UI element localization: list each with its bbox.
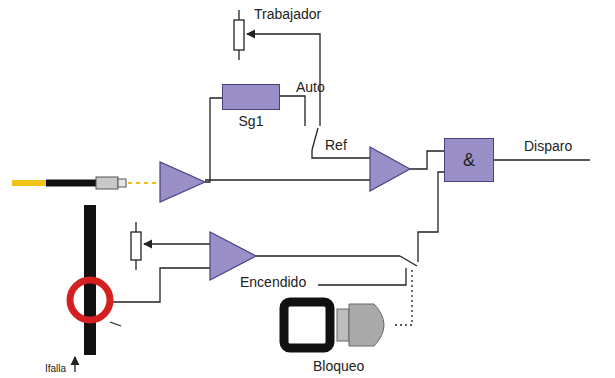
wire [410, 151, 444, 169]
current-transformer [70, 280, 110, 320]
signal-label: Auto [296, 79, 325, 96]
relay-coil [284, 302, 330, 348]
wire [110, 322, 121, 326]
fiber-cable [12, 180, 46, 186]
wire [238, 50, 239, 60]
relay-body [349, 304, 384, 346]
fiber-connector [96, 177, 118, 189]
wire [256, 255, 400, 256]
wire [135, 260, 136, 270]
signal-label: Bloqueo [313, 358, 364, 375]
trip-wire [484, 159, 590, 160]
signal-label: Ref [325, 137, 347, 154]
amplifier-symbol [160, 162, 205, 202]
wire [205, 98, 222, 182]
amplifier-symbol [210, 232, 256, 280]
switch-blade [312, 128, 318, 150]
signal-label: Encendido [240, 274, 306, 291]
wire [205, 179, 370, 180]
signal-label: Disparo [524, 138, 572, 155]
process-box: Sg1 [222, 84, 280, 110]
light-signal [128, 182, 158, 184]
gate-symbol: & [463, 150, 475, 170]
resistor-symbol [131, 232, 141, 260]
fiber-connector [118, 179, 126, 187]
signal-label: Trabajador [254, 6, 321, 23]
wire [318, 268, 406, 285]
wire [238, 10, 239, 20]
resistor-symbol [234, 20, 244, 50]
wire [135, 222, 136, 232]
amplifier-symbol [370, 147, 410, 191]
switch-blade [400, 256, 417, 266]
wire [418, 172, 444, 262]
relay-body [337, 309, 349, 341]
current-arrow [74, 357, 75, 372]
wiper-wire [144, 243, 210, 244]
wire [280, 96, 305, 126]
process-box: & [444, 138, 494, 182]
wire [112, 268, 210, 302]
mechanical-link [392, 270, 412, 325]
signal-label: Ifalla [45, 362, 66, 375]
box-caption: Sg1 [223, 113, 279, 130]
fiber-cable [46, 180, 96, 187]
